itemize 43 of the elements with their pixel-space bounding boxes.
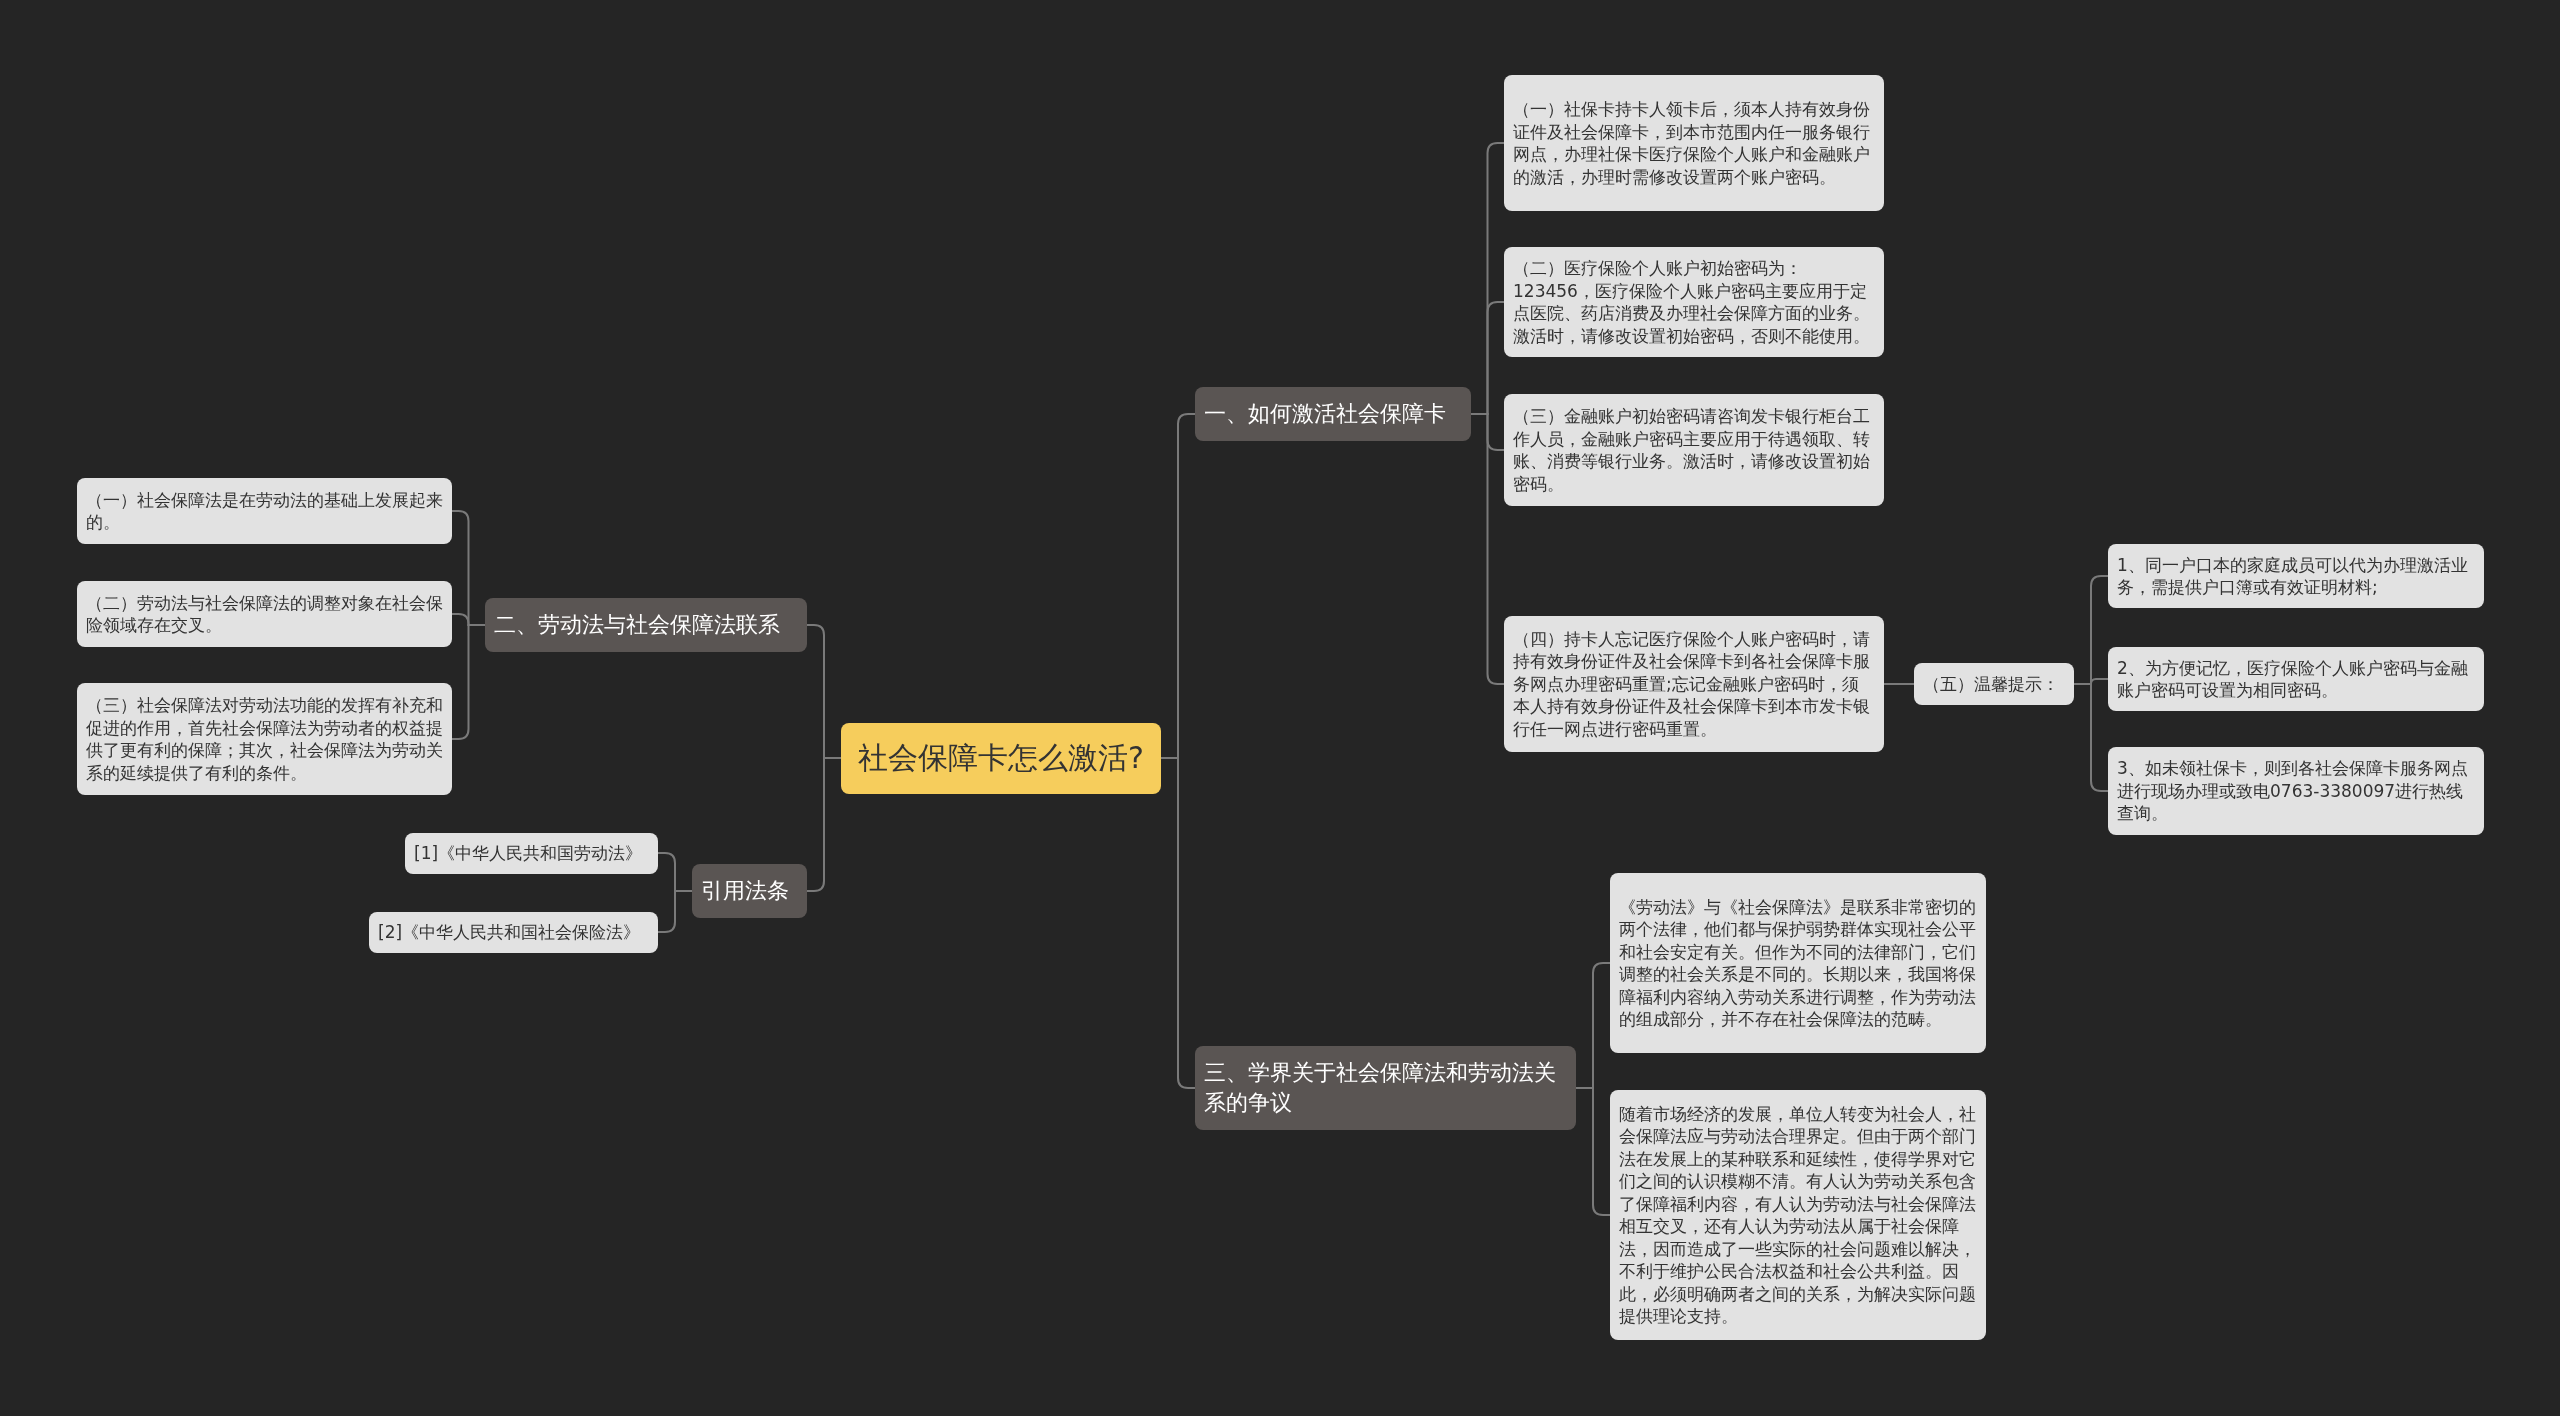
topic-text: 社会保障卡怎么激活? [858,740,1144,776]
topic-text: （一）社保卡持卡人领卡后，须本人持有效身份证件及社会保障卡，到本市范围内任一服务银行网点，办理社保卡医疗保险个人账户和金融账户的激活，办理时需修改设置两个账户密码。 [1513,98,1871,188]
topic-text: （二）医疗保险个人账户初始密码为：123456，医疗保险个人账户密码主要应用于定点医院、药店消费及办理社会保障方面的业务。激活时，请修改设置初始密码，否则不能使用。 [1513,257,1871,347]
topic-text: （三）金融账户初始密码请咨询发卡银行柜台工作人员，金融账户密码主要应用于待遇领取、转账、消费等银行业务。激活时，请修改设置初始密码。 [1513,405,1871,495]
connector-line [1160,757,1196,1089]
subtopic-card [2108,544,2484,608]
connector-line [451,624,486,740]
topic-text: [2]《中华人民共和国社会保险法》 [378,920,641,944]
subtopic-card [2108,647,2484,711]
branch-topic [1195,387,1471,441]
subtopic-card [1504,616,1884,752]
connector-line [1883,683,1915,685]
topic-text: [1]《中华人民共和国劳动法》 [414,841,643,865]
topic-text: 二、劳动法与社会保障法联系 [494,611,780,639]
branch-topic [1195,1046,1576,1130]
topic-text: （五）温馨提示： [1923,672,2059,696]
central-topic [841,722,1161,794]
subtopic-card [369,911,658,953]
subtopic-card [2108,747,2484,835]
subtopic-card [1504,247,1884,357]
topic-text: 《劳动法》与《社会保障法》是联系非常密切的两个法律，他们都与保护弱势群体实现社会公平和社会安定有关。但作为不同的法律部门，它们调整的社会关系是不同的。长期以来，我国将保障福利内容纳入劳动关系进行调整，作为劳动法的组成部分，并不存在社会保障法的范畴。 [1619,895,1977,1031]
topic-text: 2、为方便记忆，医疗保险个人账户密码与金融账户密码可设置为相同密码。 [2117,656,2469,702]
subtopic-card [1504,75,1884,211]
subtopic-card [405,832,658,874]
subtopic-card [1610,873,1986,1053]
subtopic-card [77,581,452,647]
topic-text: （二）劳动法与社会保障法的调整对象在社会保险领域存在交叉。 [86,591,443,637]
subtopic-card [77,683,452,795]
topic-text: 一、如何激活社会保障卡 [1204,400,1446,428]
branch-topic [692,864,807,918]
topic-text: 三、学界关于社会保障法和劳动法关系的争议 [1204,1059,1557,1117]
topic-text: 随着市场经济的发展，单位人转变为社会人，社会保障法应与劳动法合理界定。但由于两个部门法在发展上的某种联系和延续性，使得学界对它们之间的认识模糊不清。有人认为劳动关系包含了保障福利内容，有人认为劳动法与社会保障法相互交叉，还有人认为劳动法从属于社会保障法，因而造成了一些实际的社会问题难以解决，不利于维护公民合法权益和社会公共利益。因此，必须明确两者之间的关系，为解决实际问题提供理论支持。 [1619,1102,1977,1328]
topic-text: （一）社会保障法是在劳动法的基础上发展起来的。 [86,488,443,534]
connector-line [1470,413,1505,685]
topic-text: （三）社会保障法对劳动法功能的发挥有补充和促进的作用，首先社会保障法为劳动者的权益提供了更有利的保障；其次，社会保障法为劳动关系的延续提供了有利的条件。 [86,694,443,784]
subtopic-card [77,478,452,544]
subtopic-card [1914,663,2074,705]
topic-text: （四）持卡人忘记医疗保险个人账户密码时，请持有效身份证件及社会保障卡到各社会保障卡服务网点办理密码重置;忘记金融账户密码时，须本人持有效身份证件及社会保障卡到本市发卡银行任一网点进行密码重置。 [1513,627,1871,741]
topic-text: 1、同一户口本的家庭成员可以代为办理激活业务，需提供户口簿或有效证明材料; [2117,553,2469,599]
subtopic-card [1504,394,1884,506]
branch-topic [485,598,807,652]
topic-text: 引用法条 [701,877,789,905]
topic-text: 3、如未领社保卡，则到各社会保障卡服务网点进行现场办理或致电0763-3380097进行热线查询。 [2117,757,2469,825]
